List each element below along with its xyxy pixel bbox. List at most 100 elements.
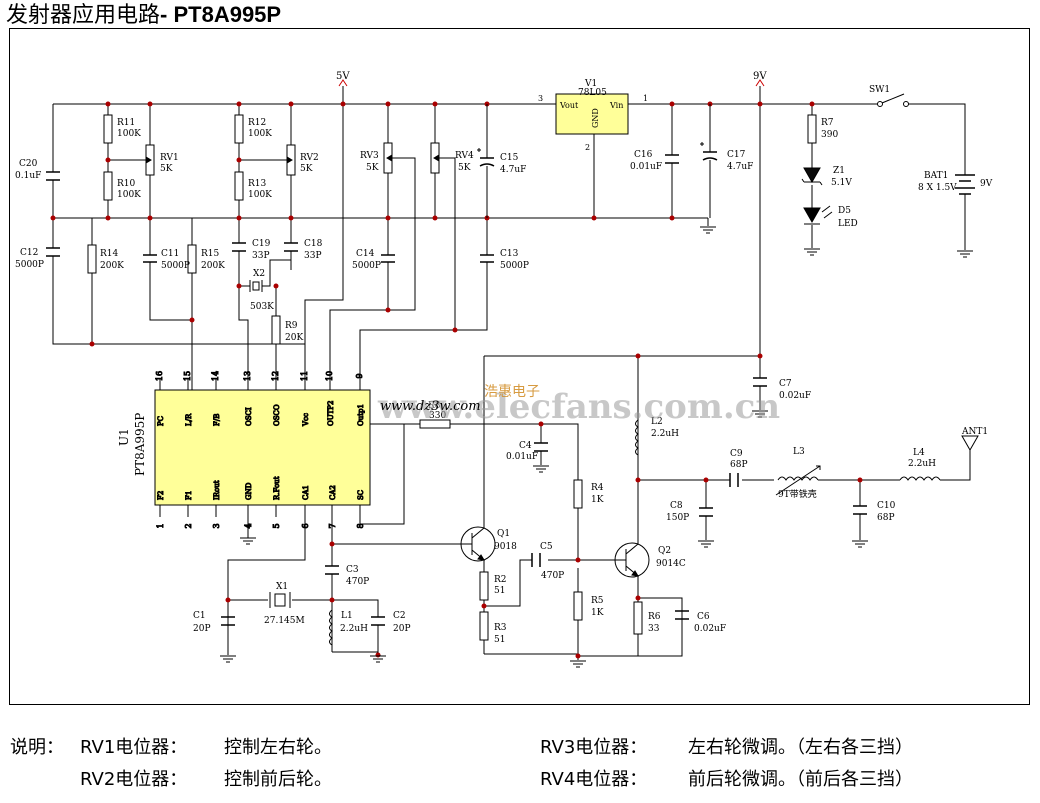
title-separator: - [160, 2, 174, 27]
note-lead: 说明： [10, 737, 64, 758]
component-labels: C20 0.1uF C12 5000P R11 100K R10 100K RV… [15, 85, 993, 645]
label-r13-val: 100K [248, 190, 272, 200]
ic-top-pin-number-11: 11 [300, 371, 309, 381]
label-r9-val: 20K [285, 333, 303, 343]
ic-bottom-pin-name-3: IRout [213, 480, 221, 500]
ic-u1: U1 PT8A995P [117, 378, 371, 530]
junction-dots [50, 101, 863, 659]
label-x1-ref: X1 [276, 582, 288, 592]
label-r3-val: 51 [494, 635, 505, 645]
label-rv4-ref: RV4 [455, 151, 474, 161]
label-c6-ref: C6 [697, 612, 710, 622]
watermark-site: www.dz3w.com [380, 399, 481, 414]
label-l2-ref: L2 [651, 417, 663, 427]
schematic-diagram: 5V 9V [15, 71, 993, 668]
label-c15-val: 4.7uF [500, 165, 526, 175]
label-d5-ref: D5 [838, 206, 851, 216]
label-x2-ref: X2 [253, 269, 265, 279]
label-rv2-val: 5K [300, 164, 313, 174]
label-r2-val: 51 [494, 586, 505, 596]
label-c9-ref: C9 [730, 449, 743, 459]
regulator-ref: V1 [584, 79, 597, 89]
label-c5-val: 470P [541, 571, 564, 581]
ic-bottom-pin-name-5: R.Fout [273, 476, 281, 500]
label-l1-ref: L1 [341, 611, 353, 621]
label-bat1-ref: BAT1 [924, 171, 948, 181]
label-c2-ref: C2 [393, 611, 406, 621]
ic-top-pin-name-9: Outp1 [357, 404, 365, 426]
label-r3-ref: R3 [494, 623, 507, 633]
label-rv2-ref: RV2 [300, 153, 319, 163]
label-c17-val: 4.7uF [727, 162, 753, 172]
label-x2-val: 503K [250, 302, 274, 312]
label-c4-ref: C4 [519, 441, 532, 451]
label-r14-val: 200K [100, 261, 124, 271]
inductors [329, 419, 941, 646]
label-l4-val: 2.2uH [908, 459, 936, 469]
label-c13-ref: C13 [500, 249, 519, 259]
label-l2-val: 2.2uH [651, 429, 679, 439]
label-rv3-val: 5K [366, 163, 379, 173]
ic-bottom-pin-number-4: 4 [244, 523, 253, 528]
label-c14-val: 5000P [352, 261, 381, 271]
regulator-gnd: GND [591, 108, 600, 128]
ic-top-pin-name-13: OSCI [245, 407, 253, 426]
label-c16-val: 0.01uF [630, 162, 662, 172]
label-c18-val: 33P [304, 251, 322, 261]
label-bat1-volt: 9V [980, 179, 993, 189]
regulator-pin1: 1 [643, 94, 648, 103]
ic-bottom-pin-name-4: GND [245, 482, 253, 500]
ic-top-pin-name-11: Vcc [302, 413, 310, 427]
label-c10-ref: C10 [877, 501, 896, 511]
crystal-x2 [248, 280, 264, 292]
label-r8-ref: R8 [428, 401, 441, 411]
label-c18-ref: C18 [304, 239, 323, 249]
note-rv2-name: RV2电位器： [80, 769, 188, 790]
label-r15-ref: R15 [201, 249, 220, 259]
regulator-v1: V1 78L05 Vout Vin GND 3 1 2 [538, 79, 648, 152]
label-bat1-val: 8 X 1.5V [918, 183, 957, 193]
label-l4-ref: L4 [913, 448, 925, 458]
ic-bottom-pin-name-2: F1 [185, 491, 193, 500]
label-c17-ref: C17 [727, 150, 746, 160]
rail-9v-label: 9V [753, 71, 767, 82]
note-rv3-name: RV3电位器： [540, 737, 648, 758]
label-r11-val: 100K [117, 129, 141, 139]
title-part-number: PT8A995P [173, 2, 282, 27]
label-c19-val: 33P [252, 251, 270, 261]
label-r10-ref: R10 [117, 179, 136, 189]
ic-part: PT8A995P [133, 413, 147, 476]
note-rv2-desc: 控制前后轮。 [224, 769, 332, 790]
label-x1-val: 27.145M [264, 616, 305, 626]
pot-wipers [143, 154, 442, 164]
label-rv3-ref: RV3 [360, 151, 379, 161]
ic-top-pin-number-10: 10 [325, 371, 334, 381]
label-r6-val: 33 [648, 624, 660, 634]
label-c2-val: 20P [393, 624, 411, 634]
label-ant1-ref: ANT1 [961, 427, 988, 437]
label-r11-ref: R11 [117, 118, 135, 128]
label-c7-val: 0.02uF [779, 391, 811, 401]
ic-top-pin-number-12: 12 [271, 371, 280, 381]
label-rv1-ref: RV1 [160, 153, 179, 163]
ic-top-pin-number-9: 9 [355, 373, 364, 378]
label-l3-val: 9T带铁壳 [778, 488, 817, 500]
ic-bottom-pin-name-6: CA1 [302, 485, 310, 500]
regulator-part: 78L05 [578, 88, 607, 98]
label-rv1-val: 5K [160, 164, 173, 174]
ic-bottom-pin-name-8: SC [357, 490, 365, 500]
label-l1-val: 2.2uH [340, 624, 368, 634]
label-c11-val: 5000P [161, 261, 190, 271]
label-r7-val: 390 [821, 130, 838, 140]
regulator-pin3: 3 [538, 94, 543, 103]
label-r5-val: 1K [591, 608, 604, 618]
ic-bottom-pin-number-8: 8 [356, 523, 365, 528]
label-q1-ref: Q1 [497, 529, 510, 539]
ic-bottom-pin-name-1: F2 [157, 491, 165, 500]
ic-top-pin-name-16: PC [157, 416, 165, 426]
battery-bat1 [955, 174, 975, 200]
resistor-bodies [87, 114, 817, 641]
label-c4-val: 0.01uF [506, 452, 538, 462]
regulator-vout: Vout [559, 101, 579, 110]
